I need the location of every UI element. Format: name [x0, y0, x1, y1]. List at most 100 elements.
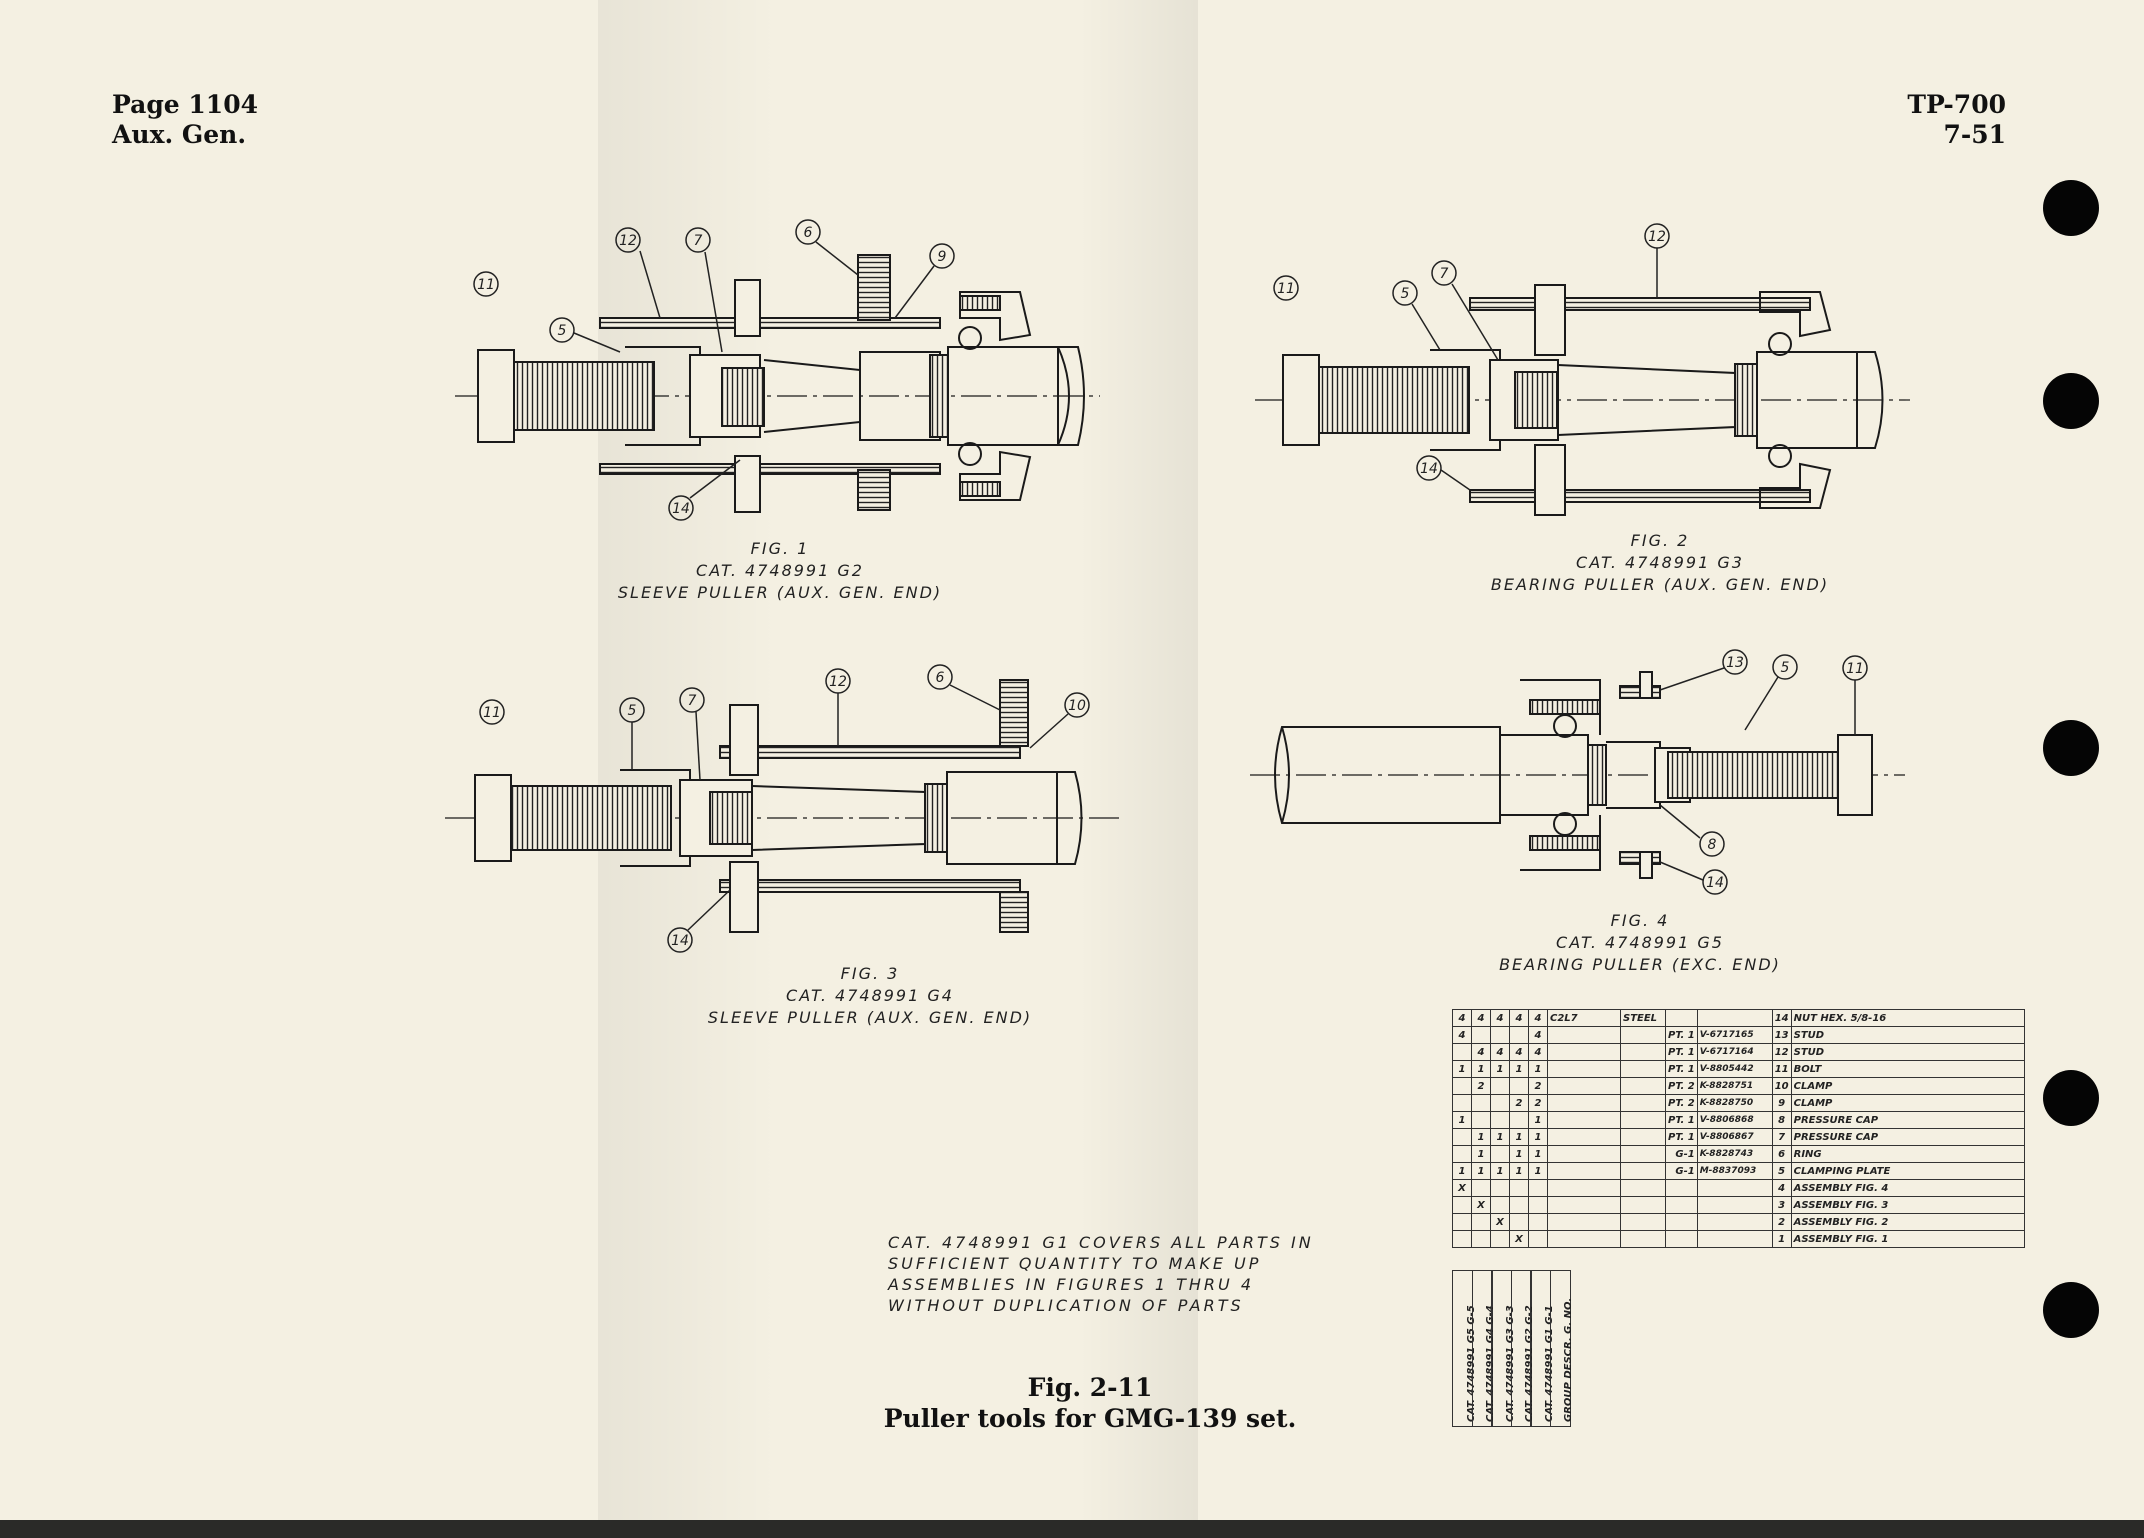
parts-cell: [1696, 1179, 1773, 1197]
fig4-drawing: [1250, 671, 1905, 879]
fig4-catalog: CAT. 4748991 G5: [1556, 933, 1724, 952]
parts-cell: 4: [1452, 1026, 1472, 1044]
parts-cell: PT. 2: [1665, 1077, 1698, 1095]
parts-cell: [1665, 1230, 1698, 1248]
fig2-drawing: [1255, 284, 1910, 516]
parts-cell: STUD: [1790, 1043, 2025, 1061]
parts-cell: [1547, 1128, 1621, 1146]
parts-cell: 1: [1528, 1145, 1548, 1163]
callout-14: 14: [671, 933, 689, 949]
parts-cell: 4: [1528, 1009, 1548, 1027]
parts-cell: 1: [1452, 1162, 1472, 1180]
parts-cell: 13: [1771, 1026, 1792, 1044]
parts-cell: [1696, 1196, 1773, 1214]
fig3-description: SLEEVE PULLER (AUX. GEN. END): [707, 1008, 1033, 1027]
parts-cell: V-6717165: [1696, 1026, 1773, 1044]
parts-cell: [1547, 1043, 1621, 1061]
callout-14: 14: [1706, 875, 1724, 891]
callout-5: 5: [1781, 660, 1790, 676]
fig3-caption: FIG. 3 CAT. 4748991 G4 SLEEVE PULLER (AU…: [690, 963, 1050, 1029]
parts-cell: [1620, 1230, 1666, 1248]
parts-cell: PT. 1: [1665, 1060, 1698, 1078]
fig4-callouts: 13 5 11 8 14: [1659, 649, 1868, 895]
parts-cell: [1665, 1009, 1698, 1027]
fig3-callouts: 11 5 7 12 6 10 14: [479, 664, 1090, 953]
callout-7: 7: [688, 693, 697, 709]
parts-cell: 5: [1771, 1162, 1792, 1180]
group-label-column: CAT. 4748991 G3 G-3: [1491, 1270, 1516, 1427]
parts-cell: G-1: [1665, 1145, 1698, 1163]
parts-cell: [1547, 1026, 1621, 1044]
parts-cell: [1528, 1196, 1548, 1214]
fig2-description: BEARING PULLER (AUX. GEN. END): [1490, 575, 1830, 594]
parts-cell: 11: [1771, 1060, 1792, 1078]
parts-cell: [1452, 1230, 1472, 1248]
parts-cell: 6: [1771, 1145, 1792, 1163]
parts-cell: 1: [1528, 1060, 1548, 1078]
fig1-catalog: CAT. 4748991 G2: [696, 561, 864, 580]
fig1-callouts: 11 12 7 6 9 5 14: [473, 219, 955, 521]
parts-cell: [1490, 1145, 1510, 1163]
binder-hole: [2043, 180, 2099, 236]
note-line: ASSEMBLIES IN FIGURES 1 THRU 4: [888, 1275, 1254, 1294]
parts-cell: 2: [1528, 1094, 1548, 1112]
fig3-drawing: [445, 679, 1120, 933]
callout-11: 11: [1846, 661, 1864, 677]
parts-cell: K-8828751: [1696, 1077, 1773, 1095]
parts-cell: PT. 1: [1665, 1043, 1698, 1061]
parts-cell: [1620, 1162, 1666, 1180]
parts-cell: [1547, 1094, 1621, 1112]
parts-cell: 1: [1509, 1162, 1529, 1180]
parts-cell: 1: [1452, 1060, 1472, 1078]
fig1-description: SLEEVE PULLER (AUX. GEN. END): [617, 583, 943, 602]
parts-cell: [1490, 1196, 1510, 1214]
parts-cell: 2: [1509, 1094, 1529, 1112]
parts-cell: X: [1452, 1179, 1472, 1197]
parts-cell: CLAMP: [1790, 1077, 2025, 1095]
parts-cell: 9: [1771, 1094, 1792, 1112]
parts-cell: 4: [1471, 1043, 1491, 1061]
parts-cell: [1509, 1179, 1529, 1197]
parts-cell: 4: [1490, 1043, 1510, 1061]
parts-cell: NUT HEX. 5/8-16: [1790, 1009, 2025, 1027]
callout-14: 14: [672, 501, 690, 517]
fig4-title: FIG. 4: [1610, 911, 1670, 930]
parts-cell: [1620, 1213, 1666, 1231]
parts-cell: 12: [1771, 1043, 1792, 1061]
parts-cell: [1471, 1111, 1491, 1129]
parts-cell: [1452, 1128, 1472, 1146]
parts-cell: [1547, 1111, 1621, 1129]
parts-cell: X: [1490, 1213, 1510, 1231]
parts-cell: CLAMPING PLATE: [1790, 1162, 2025, 1180]
parts-cell: [1471, 1230, 1491, 1248]
parts-cell: 1: [1490, 1128, 1510, 1146]
fig1-caption: FIG. 1 CAT. 4748991 G2 SLEEVE PULLER (AU…: [600, 538, 960, 604]
binder-hole: [2043, 1282, 2099, 1338]
document-date: 7-51: [1943, 120, 2006, 149]
parts-cell: [1547, 1230, 1621, 1248]
page-fold-shading: [598, 0, 1198, 1520]
parts-cell: K-8828743: [1696, 1145, 1773, 1163]
parts-cell: RING: [1790, 1145, 2025, 1163]
parts-cell: BOLT: [1790, 1060, 2025, 1078]
catalog-note: CAT. 4748991 G1 COVERS ALL PARTS IN SUFF…: [888, 1232, 1314, 1316]
parts-cell: [1452, 1213, 1472, 1231]
parts-cell: PRESSURE CAP: [1790, 1111, 2025, 1129]
binder-hole: [2043, 1070, 2099, 1126]
parts-cell: [1528, 1230, 1548, 1248]
parts-cell: V-8805442: [1696, 1060, 1773, 1078]
figure-description: Puller tools for GMG-139 set.: [883, 1404, 1297, 1433]
callout-5: 5: [558, 323, 567, 339]
callout-11: 11: [477, 277, 495, 293]
page-number: Page 1104: [112, 90, 258, 119]
parts-cell: [1490, 1230, 1510, 1248]
parts-cell: C2L7: [1547, 1009, 1621, 1027]
parts-cell: 4: [1528, 1043, 1548, 1061]
figure-caption: Fig. 2-11 Puller tools for GMG-139 set.: [860, 1372, 1320, 1434]
